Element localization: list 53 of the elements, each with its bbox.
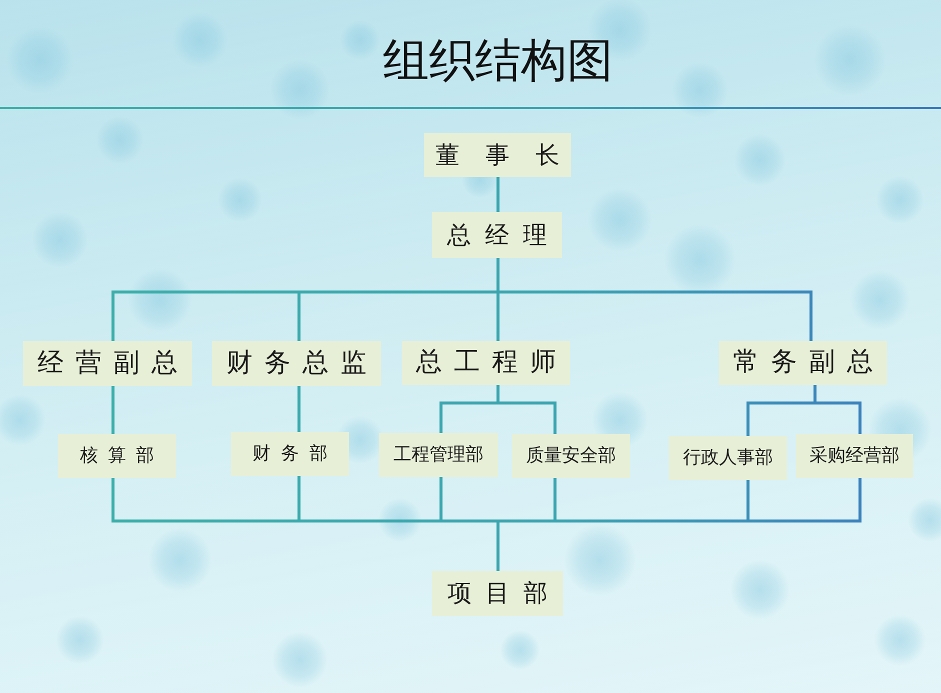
connector-line — [440, 402, 498, 433]
position-box — [796, 434, 913, 478]
connector-line — [746, 402, 815, 436]
connector-line — [496, 177, 500, 212]
connector-line — [298, 386, 300, 432]
position-title: 常务副总 — [733, 347, 873, 379]
position-box — [402, 341, 570, 385]
position-title: 项目部 — [448, 579, 548, 608]
connector-line — [814, 385, 816, 403]
position-box — [212, 341, 381, 386]
connector-line — [498, 520, 555, 522]
connector-line — [815, 402, 862, 434]
connector-line — [498, 290, 812, 341]
position-title: 核算部 — [80, 445, 154, 467]
connector-line — [496, 521, 500, 571]
connector-line — [496, 292, 500, 341]
connector-line — [555, 520, 748, 522]
connector-line — [298, 292, 300, 341]
connector-line — [299, 290, 498, 294]
position-title: 财务总监 — [226, 348, 366, 380]
connector-line — [440, 477, 442, 521]
position-title: 经营副总 — [38, 348, 178, 380]
position-title: 工程管理部 — [394, 444, 484, 466]
connector-line — [298, 476, 300, 521]
position-box — [424, 133, 571, 177]
connector-line — [496, 385, 500, 403]
position-box — [58, 434, 176, 478]
position-box — [719, 341, 887, 385]
position-box — [669, 436, 787, 480]
position-title: 财务部 — [252, 443, 328, 465]
position-box — [231, 432, 349, 476]
connector-line — [554, 478, 556, 521]
position-box — [432, 212, 562, 258]
connector-line — [299, 520, 441, 522]
connector-line — [112, 478, 299, 522]
chart-title: 组织结构图 — [383, 32, 613, 89]
position-box — [512, 434, 630, 478]
connector-line — [748, 478, 862, 522]
position-title: 质量安全部 — [526, 445, 616, 467]
connector-line — [746, 480, 750, 521]
position-title: 总经理 — [447, 220, 547, 250]
position-title: 行政人事部 — [683, 447, 773, 469]
connector-line — [498, 402, 556, 434]
connector-line — [441, 520, 498, 522]
position-box — [432, 571, 563, 616]
connector-line — [112, 290, 299, 341]
connector-line — [496, 258, 500, 292]
position-box — [23, 341, 192, 386]
connector-line — [112, 386, 114, 434]
position-title: 董事长 — [436, 140, 560, 170]
position-title: 采购经营部 — [810, 445, 900, 467]
position-title: 总工程师 — [416, 347, 556, 379]
position-box — [379, 433, 498, 477]
